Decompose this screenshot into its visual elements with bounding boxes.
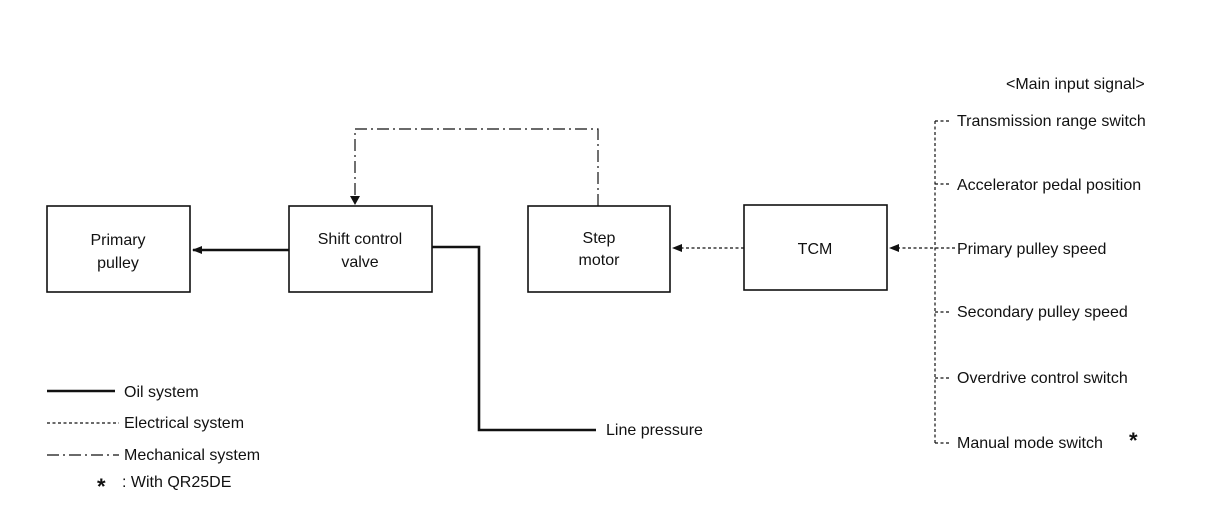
legend: Oil system Electrical system Mechanical …: [47, 384, 260, 499]
step-motor-label-2: motor: [579, 252, 621, 269]
input-secondary-pulley-speed: Secondary pulley speed: [957, 304, 1128, 321]
step-motor-label-1: Step: [583, 230, 616, 247]
shift-control-valve-label-2: valve: [341, 254, 378, 271]
line-pressure-label: Line pressure: [606, 422, 703, 439]
legend-asterisk: *: [97, 474, 106, 499]
mechanical-feedback-line: [354, 128, 599, 206]
tcm-label: TCM: [798, 241, 833, 258]
mechanical-arrowhead: [350, 196, 360, 205]
legend-electrical-label: Electrical system: [124, 415, 244, 432]
primary-pulley-label-2: pulley: [97, 255, 139, 272]
input-accelerator-pedal-position: Accelerator pedal position: [957, 177, 1141, 194]
legend-mechanical-label: Mechanical system: [124, 447, 260, 464]
manual-mode-asterisk: *: [1129, 428, 1138, 453]
shift-control-valve-label-1: Shift control: [318, 231, 402, 248]
input-manual-mode-switch: Manual mode switch: [957, 435, 1103, 452]
primary-pulley-block: Primary pulley: [46, 205, 191, 293]
main-input-title: <Main input signal>: [1006, 76, 1145, 93]
oil-line-pressure: [432, 245, 596, 432]
step-motor-block: Step motor: [527, 205, 671, 293]
legend-oil-label: Oil system: [124, 384, 199, 401]
shift-control-valve-block: Shift control valve: [288, 205, 433, 293]
input-primary-pulley-speed: Primary pulley speed: [957, 241, 1106, 258]
input-transmission-range-switch: Transmission range switch: [957, 113, 1146, 130]
input-overdrive-control-switch: Overdrive control switch: [957, 370, 1128, 387]
tcm-block: TCM: [743, 204, 888, 291]
legend-note: : With QR25DE: [122, 474, 231, 491]
primary-pulley-label-1: Primary: [90, 232, 145, 249]
